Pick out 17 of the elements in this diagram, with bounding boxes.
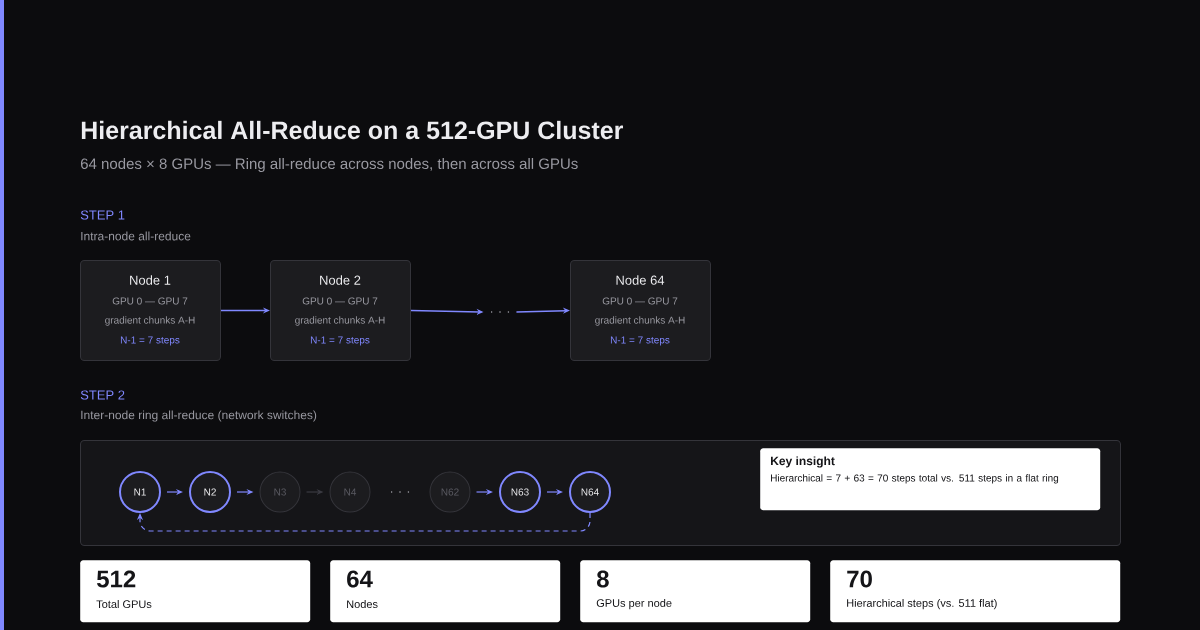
ellipsis: . . .	[490, 311, 510, 313]
node-card: Node 1 GPU 0 — GPU 7 gradient chunks A-H N-1 = 7 steps	[80, 260, 221, 361]
step-description: Intra-node all-reduce	[81, 231, 191, 241]
stat-card: 70 Hierarchical steps (vs. 511 flat)	[830, 560, 1121, 623]
stat-card: 64 Nodes	[330, 560, 561, 623]
step-label: STEP 2	[80, 390, 125, 400]
stat-card: 8 GPUs per node	[580, 560, 811, 623]
title: Hierarchical All-Reduce on a 512-GPU Cluster	[81, 120, 623, 140]
node-card: Node 64 GPU 0 — GPU 7 gradient chunks A-H N-1 = 7 steps	[570, 260, 711, 361]
step-label: STEP 1	[80, 210, 125, 220]
stat-card: 512 Total GPUs	[80, 560, 311, 623]
step-description: Inter-node ring all-reduce (network switches)	[81, 410, 317, 422]
arrow	[136, 512, 591, 532]
ellipsis: . . .	[390, 491, 410, 493]
insight-card: Key insight Hierarchical = 7 + 63 = 70 steps total vs. 511 steps in a flat ring	[760, 448, 1101, 511]
subtitle: 64 nodes × 8 GPUs — Ring all-reduce across nodes, then across all GPUs	[80, 158, 578, 172]
node-card: Node 2 GPU 0 — GPU 7 gradient chunks A-H N-1 = 7 steps	[270, 260, 411, 361]
